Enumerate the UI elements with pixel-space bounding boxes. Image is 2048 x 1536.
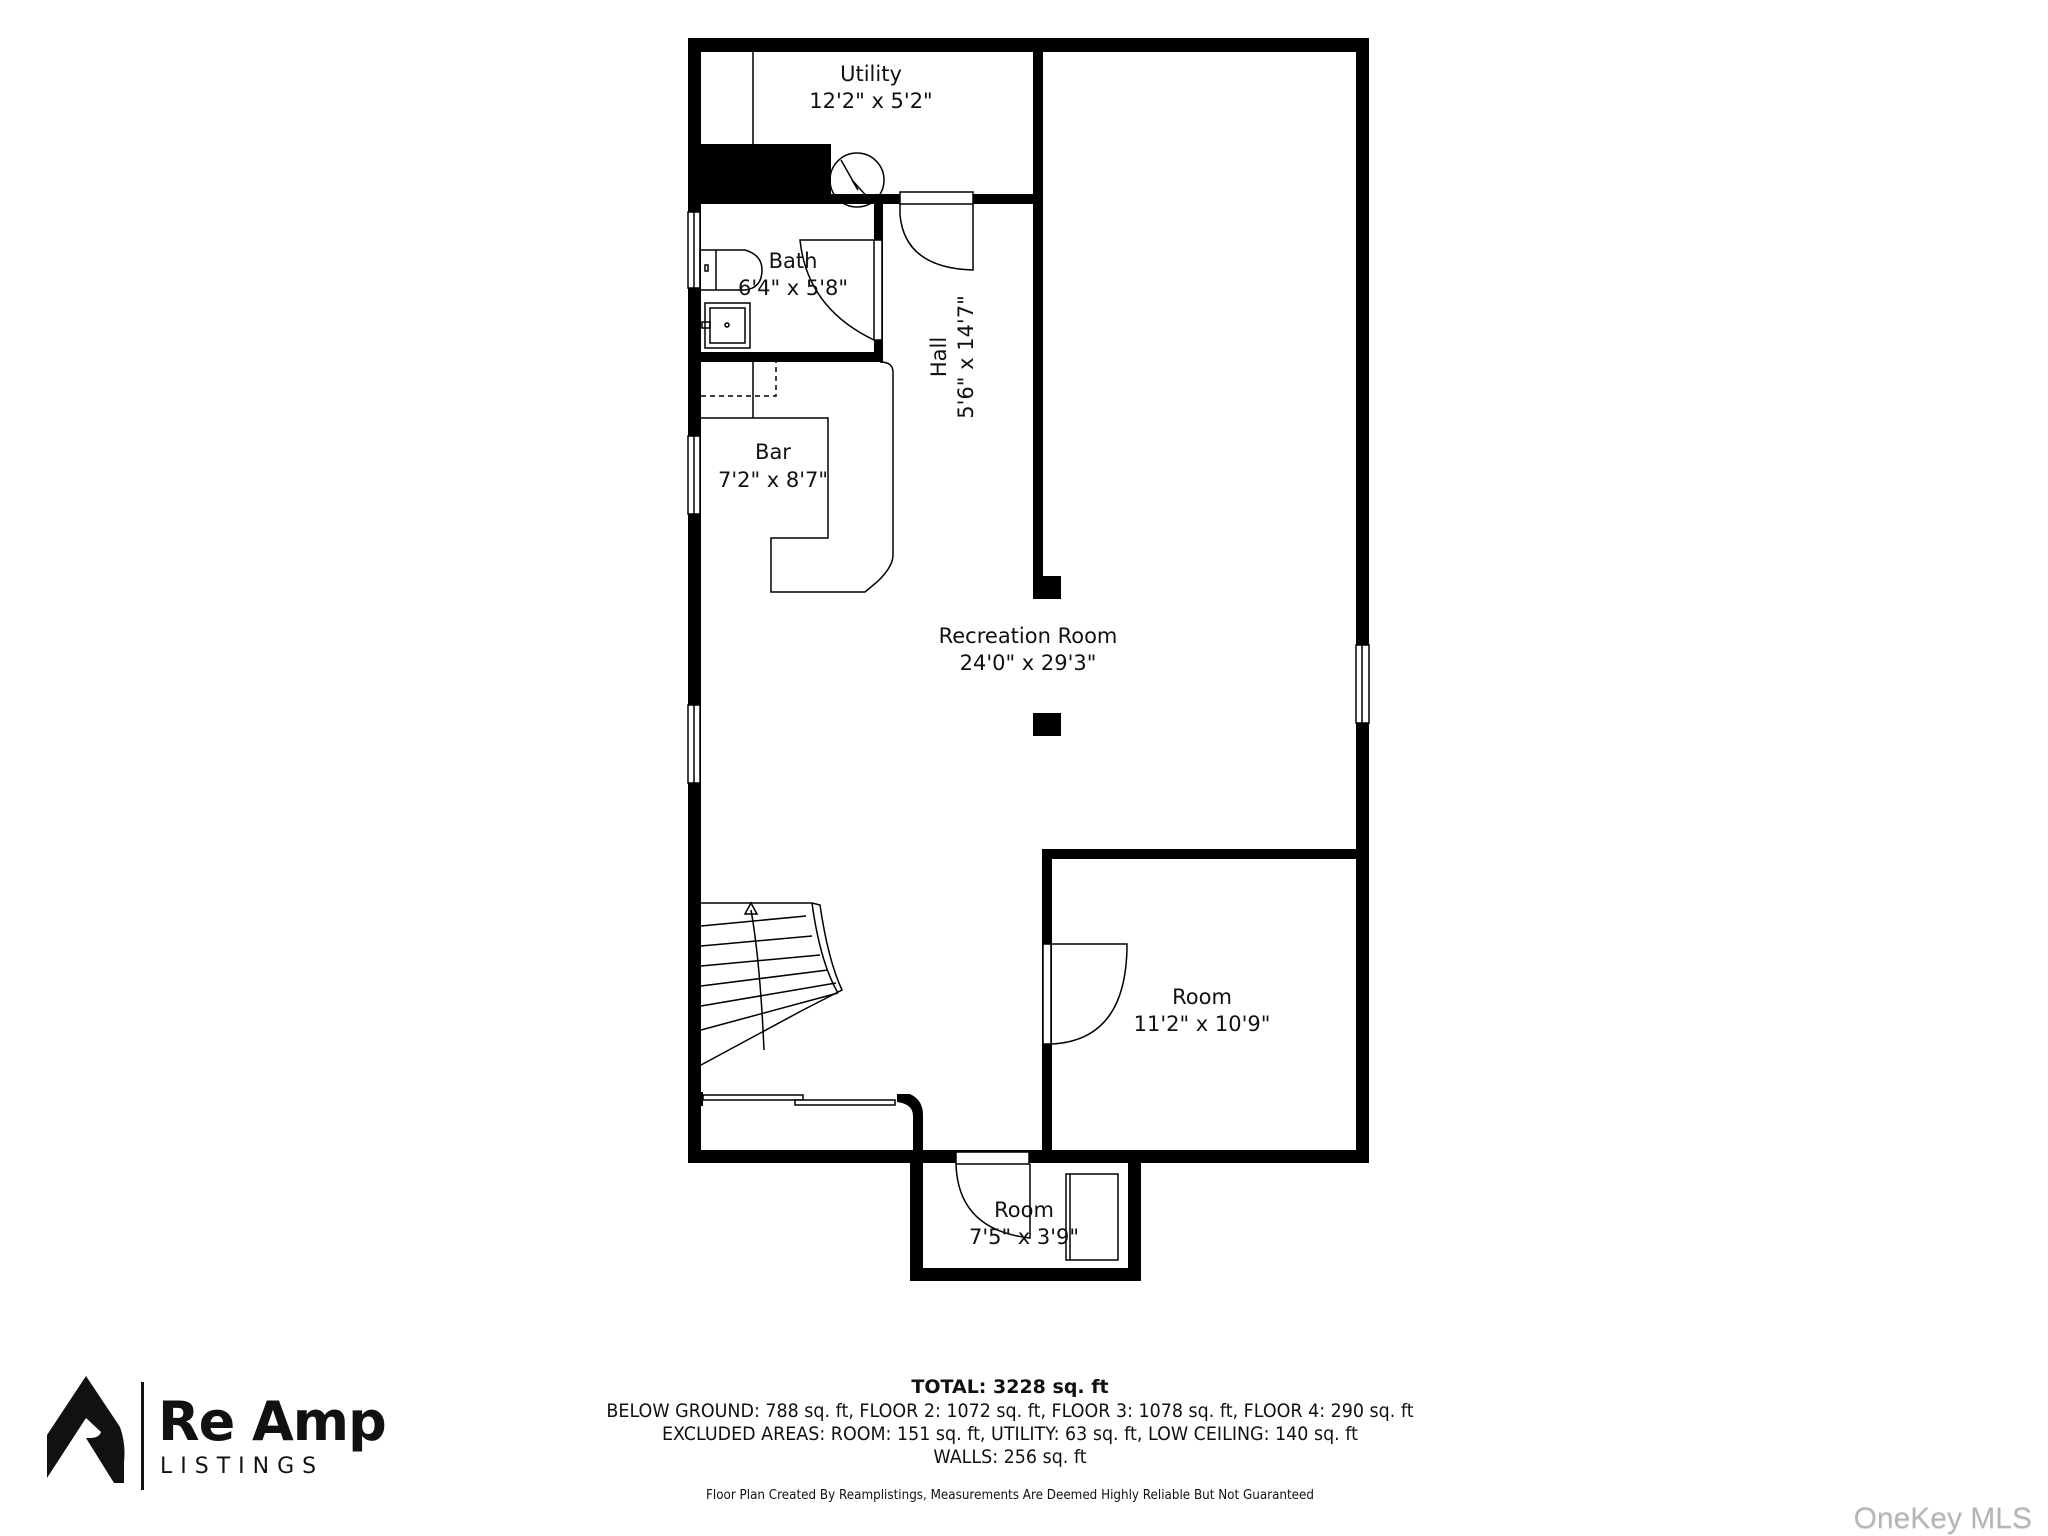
logo-title: Re Amp: [158, 1390, 387, 1453]
room-dims-recreation: 24'0" x 29'3": [960, 651, 1097, 675]
windows: [687, 211, 1370, 784]
room-dims-utility: 12'2" x 5'2": [809, 89, 932, 113]
total-area: TOTAL: 3228 sq. ft: [911, 1376, 1109, 1398]
room-dims-hall: 5'6" x 14'7": [954, 295, 978, 418]
room-name-room-small: Room: [994, 1198, 1054, 1222]
logo-subtitle: LISTINGS: [160, 1454, 325, 1479]
room-name-utility: Utility: [840, 62, 902, 86]
wall-area: WALLS: 256 sq. ft: [933, 1446, 1087, 1468]
reamp-logo-icon: [47, 1376, 144, 1490]
floor-areas: BELOW GROUND: 788 sq. ft, FLOOR 2: 1072 …: [606, 1400, 1414, 1422]
room-dims-room-small: 7'5" x 3'9": [969, 1225, 1079, 1249]
room-dims-room-right: 11'2" x 10'9": [1134, 1012, 1271, 1036]
room-name-bar: Bar: [755, 440, 791, 464]
room-name-room-right: Room: [1172, 985, 1232, 1009]
room-name-bath: Bath: [769, 249, 818, 273]
excluded-areas: EXCLUDED AREAS: ROOM: 151 sq. ft, UTILIT…: [662, 1423, 1358, 1445]
room-labels: Utility 12'2" x 5'2" Bath 6'4" x 5'8" Ha…: [718, 62, 1270, 1249]
room-dims-bath: 6'4" x 5'8": [738, 276, 848, 300]
fixtures: [699, 52, 1128, 1261]
disclaimer: Floor Plan Created By Reamplistings, Mea…: [705, 1488, 1314, 1503]
room-dims-bar: 7'2" x 8'7": [718, 468, 828, 492]
room-name-recreation: Recreation Room: [939, 624, 1118, 648]
water-heater-icon: [829, 152, 885, 208]
room-name-hall: Hall: [927, 337, 951, 377]
watermark: OneKey MLS: [1853, 1502, 2032, 1535]
